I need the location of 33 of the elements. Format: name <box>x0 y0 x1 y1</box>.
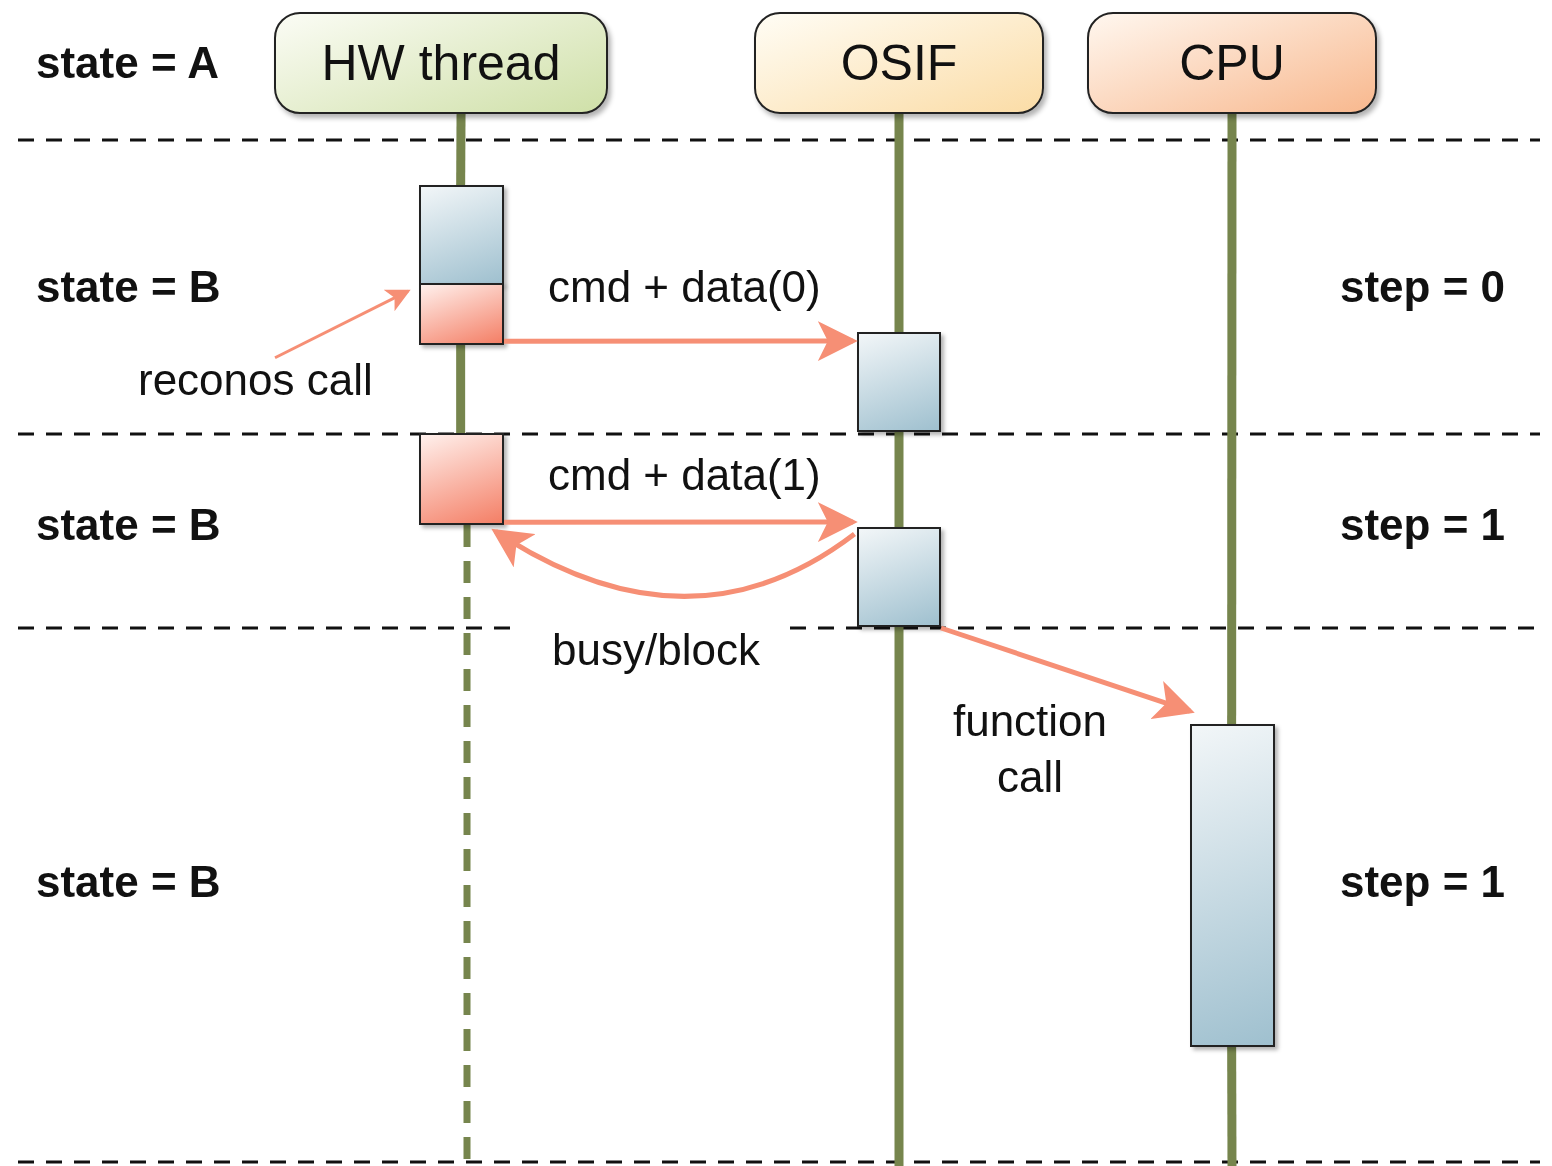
call-label: reconos call <box>138 355 398 410</box>
activation-box <box>419 283 504 345</box>
curved-arrow <box>491 528 856 599</box>
lifeline-header: HW thread <box>274 12 608 114</box>
lifeline <box>894 627 904 1166</box>
lifeline <box>456 345 466 433</box>
edge-label: cmd + data(1) <box>548 450 821 500</box>
edge-label: function call <box>951 695 1109 803</box>
row-label: step = 0 <box>1340 262 1506 312</box>
lifeline <box>894 114 904 332</box>
lifeline <box>456 113 466 186</box>
leader-line <box>274 289 411 360</box>
lifeline <box>894 432 904 527</box>
row-label: step = 1 <box>1340 500 1506 550</box>
row-label: state = B <box>36 262 221 312</box>
row-label: step = 1 <box>1340 857 1506 907</box>
edge-label: busy/block <box>552 625 760 675</box>
arrow <box>504 321 858 362</box>
activation-box <box>419 185 504 285</box>
lifeline-header: CPU <box>1087 12 1377 114</box>
row-label: state = A <box>36 38 219 88</box>
row-label: state = B <box>36 857 221 907</box>
edge-label: cmd + data(0) <box>548 262 821 312</box>
lifeline <box>1227 1047 1237 1166</box>
arrow <box>940 625 1195 719</box>
arrow <box>504 502 858 542</box>
activation-box <box>857 527 941 627</box>
lifeline-header: OSIF <box>754 12 1044 114</box>
activation-box <box>857 332 941 432</box>
activation-box <box>419 433 504 525</box>
lifeline <box>1227 114 1237 724</box>
row-label: state = B <box>36 500 221 550</box>
activation-box <box>1190 724 1275 1047</box>
